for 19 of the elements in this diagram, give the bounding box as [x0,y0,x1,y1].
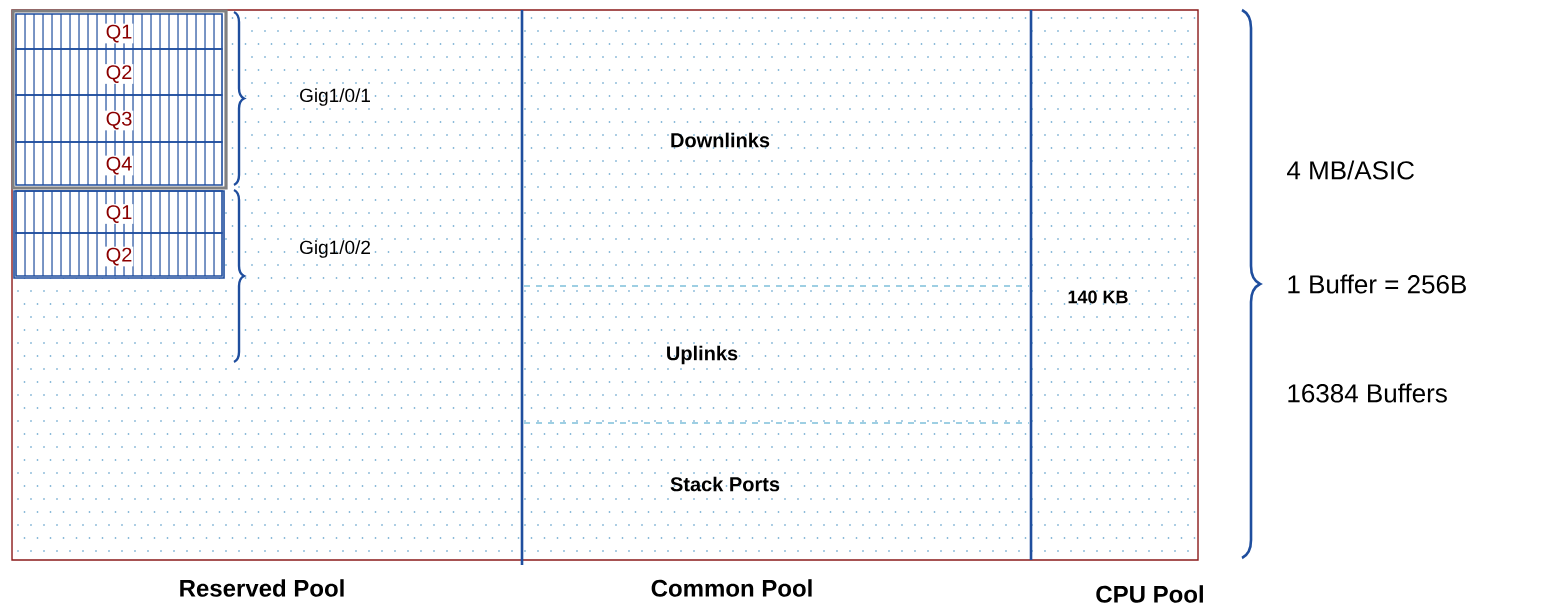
queue-box: Q2 [15,232,223,277]
queue-box: Q1 [15,190,223,234]
region-label: Downlinks [671,132,770,148]
pool-label: CPU Pool [1096,585,1203,603]
region-label: Stack Ports [670,476,780,492]
region-label: Uplinks [667,345,738,365]
size-label: 140 KB [1068,290,1128,304]
queue-box: Q2 [15,48,223,96]
port-label: Gig1/0/1 [300,88,370,106]
pool-label: Common Pool [651,579,812,597]
memory-note: 16384 Buffers [1288,383,1447,403]
queue-box: Q3 [15,94,223,143]
queue-box: Q4 [15,141,223,186]
memory-note: 1 Buffer = 256B [1288,274,1466,294]
memory-note: 4 MB/ASIC [1287,160,1414,180]
memory-box [11,9,1199,561]
port-label: Gig1/0/2 [300,240,370,258]
pool-label: Reserved Pool [180,579,344,597]
queue-box: Q1 [15,13,223,50]
